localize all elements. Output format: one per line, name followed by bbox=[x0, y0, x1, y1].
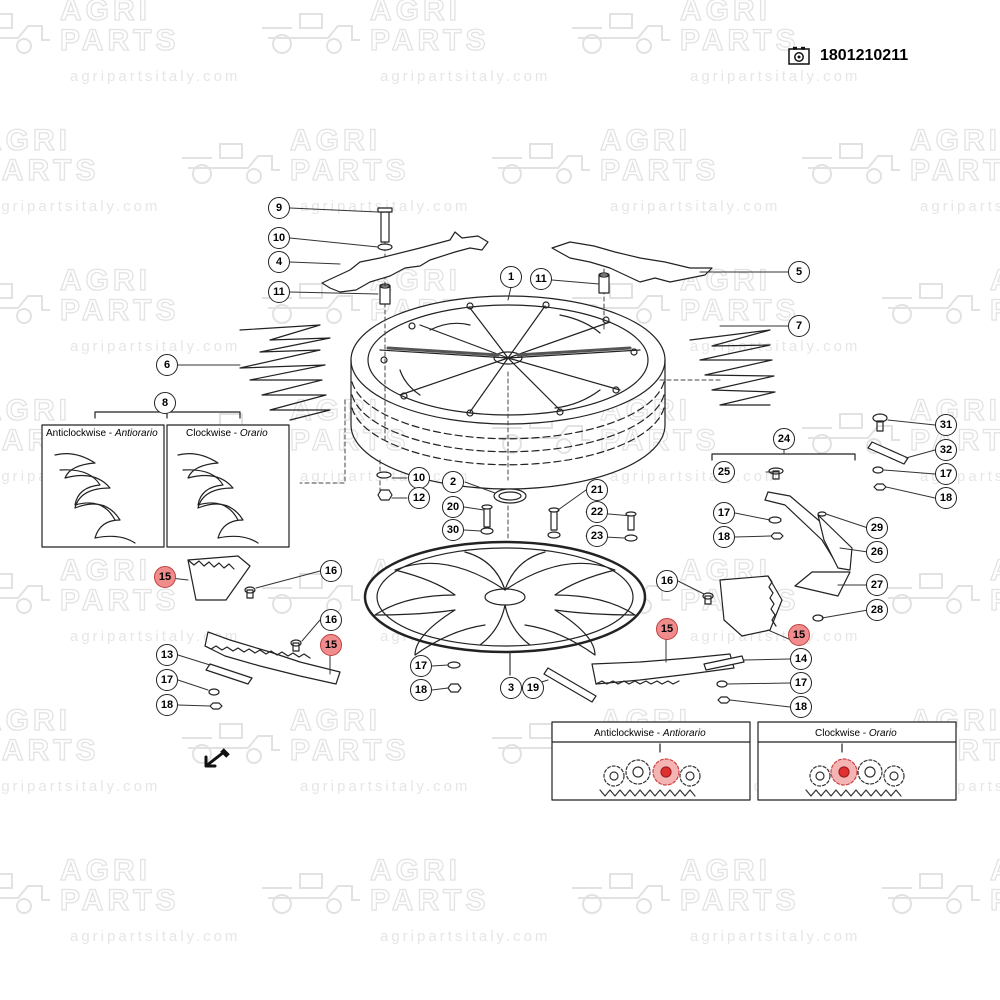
callout-7[interactable]: 7 bbox=[788, 315, 810, 337]
callout-15-highlighted[interactable]: 15 bbox=[788, 624, 810, 646]
link-19 bbox=[543, 667, 597, 703]
callout-29[interactable]: 29 bbox=[866, 517, 888, 539]
callout-16[interactable]: 16 bbox=[656, 570, 678, 592]
callout-17[interactable]: 17 bbox=[156, 669, 178, 691]
callout-17[interactable]: 17 bbox=[410, 655, 432, 677]
callout-18[interactable]: 18 bbox=[713, 526, 735, 548]
arrow-down-left-icon bbox=[204, 748, 230, 768]
callout-1[interactable]: 1 bbox=[500, 266, 522, 288]
base-plate bbox=[363, 540, 647, 656]
blade-4 bbox=[321, 231, 489, 293]
callout-32[interactable]: 32 bbox=[935, 439, 957, 461]
callout-17[interactable]: 17 bbox=[935, 463, 957, 485]
callout-6[interactable]: 6 bbox=[156, 354, 178, 376]
callout-16[interactable]: 16 bbox=[320, 560, 342, 582]
callout-9[interactable]: 9 bbox=[268, 197, 290, 219]
callout-28[interactable]: 28 bbox=[866, 599, 888, 621]
blade-pattern-inset bbox=[41, 411, 290, 548]
callout-26[interactable]: 26 bbox=[866, 541, 888, 563]
blade-7 bbox=[689, 329, 776, 406]
callout-20[interactable]: 20 bbox=[442, 496, 464, 518]
callout-18[interactable]: 18 bbox=[935, 487, 957, 509]
callout-23[interactable]: 23 bbox=[586, 525, 608, 547]
callout-4[interactable]: 4 bbox=[268, 251, 290, 273]
inset-clockwise-label: Clockwise - Orario bbox=[186, 428, 268, 439]
ring-2 bbox=[493, 488, 527, 504]
left-skid bbox=[187, 555, 341, 685]
callout-24[interactable]: 24 bbox=[773, 428, 795, 450]
callout-12[interactable]: 12 bbox=[408, 487, 430, 509]
callout-17[interactable]: 17 bbox=[790, 672, 812, 694]
callout-25[interactable]: 25 bbox=[713, 461, 735, 483]
callout-15-highlighted[interactable]: 15 bbox=[656, 618, 678, 640]
callout-30[interactable]: 30 bbox=[442, 519, 464, 541]
callout-19[interactable]: 19 bbox=[522, 677, 544, 699]
inset-anticlockwise-label: Anticlockwise - Antiorario bbox=[46, 428, 158, 439]
part-number: 1801210211 bbox=[820, 47, 909, 64]
callout-15-highlighted[interactable]: 15 bbox=[320, 634, 342, 656]
callout-27[interactable]: 27 bbox=[866, 574, 888, 596]
callout-11[interactable]: 11 bbox=[268, 281, 290, 303]
callout-22[interactable]: 22 bbox=[586, 501, 608, 523]
callout-3[interactable]: 3 bbox=[500, 677, 522, 699]
rotation-clockwise-label: Clockwise - Orario bbox=[815, 728, 897, 739]
callout-2[interactable]: 2 bbox=[442, 471, 464, 493]
center-nut-stack bbox=[447, 661, 462, 693]
part-number-header: 1801210211 bbox=[788, 42, 908, 70]
gear-row-clockwise bbox=[805, 758, 905, 797]
callout-15-highlighted[interactable]: 15 bbox=[154, 566, 176, 588]
callout-10[interactable]: 10 bbox=[268, 227, 290, 249]
callout-18[interactable]: 18 bbox=[410, 679, 432, 701]
link-13 bbox=[205, 663, 253, 685]
callout-16[interactable]: 16 bbox=[320, 609, 342, 631]
bolts-center bbox=[480, 504, 638, 542]
gear-box-icon bbox=[788, 46, 810, 65]
callout-5[interactable]: 5 bbox=[788, 261, 810, 283]
callout-14[interactable]: 14 bbox=[790, 648, 812, 670]
rotation-insets bbox=[551, 721, 957, 801]
callout-11[interactable]: 11 bbox=[530, 268, 552, 290]
callout-8[interactable]: 8 bbox=[154, 392, 176, 414]
callout-31[interactable]: 31 bbox=[935, 414, 957, 436]
callout-21[interactable]: 21 bbox=[586, 479, 608, 501]
nut-stack-center-left bbox=[376, 471, 393, 501]
callout-13[interactable]: 13 bbox=[156, 644, 178, 666]
right-spacer bbox=[598, 272, 610, 294]
link-14 bbox=[703, 655, 745, 671]
right-skid bbox=[591, 575, 783, 685]
callout-17[interactable]: 17 bbox=[713, 502, 735, 524]
right-bracket-assembly bbox=[711, 413, 909, 622]
callout-18[interactable]: 18 bbox=[790, 696, 812, 718]
gear-row-anticlockwise bbox=[599, 758, 701, 797]
rotation-anticlockwise-label: Anticlockwise - Antiorario bbox=[594, 728, 706, 739]
left-bolt-stack bbox=[377, 207, 393, 305]
callout-10[interactable]: 10 bbox=[408, 467, 430, 489]
blade-6 bbox=[239, 324, 331, 421]
callout-18[interactable]: 18 bbox=[156, 694, 178, 716]
blade-5 bbox=[551, 241, 713, 283]
